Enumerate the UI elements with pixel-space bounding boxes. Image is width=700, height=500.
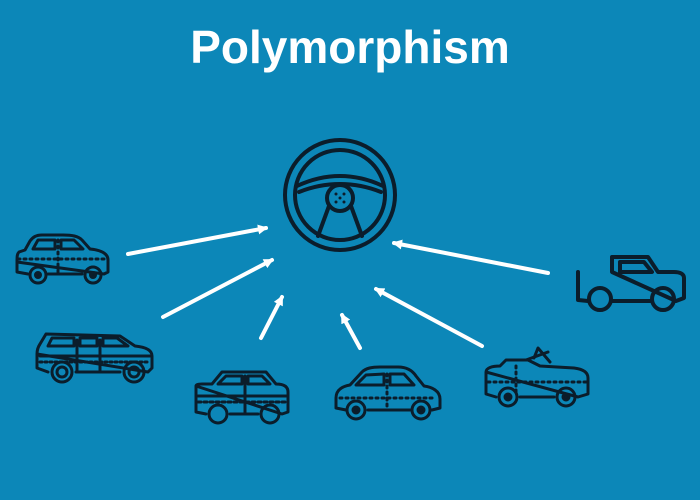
- arrow-compact: [340, 313, 362, 350]
- sedan-icon: [15, 233, 110, 285]
- arrow-sedan: [126, 224, 268, 256]
- arrow-pickup: [392, 239, 550, 275]
- arrow-convertible: [374, 287, 484, 348]
- arrow-taxi: [259, 295, 284, 340]
- steering-wheel-icon: [283, 138, 397, 252]
- convertible-icon: [484, 346, 590, 408]
- compact-car-icon: [334, 365, 442, 421]
- pickup-truck-icon: [576, 255, 686, 312]
- arrow-suv: [161, 258, 274, 319]
- diagram-title: Polymorphism: [190, 21, 510, 73]
- suv-icon: [35, 332, 154, 384]
- taxi-icon: [194, 370, 290, 425]
- arrows: [126, 224, 550, 350]
